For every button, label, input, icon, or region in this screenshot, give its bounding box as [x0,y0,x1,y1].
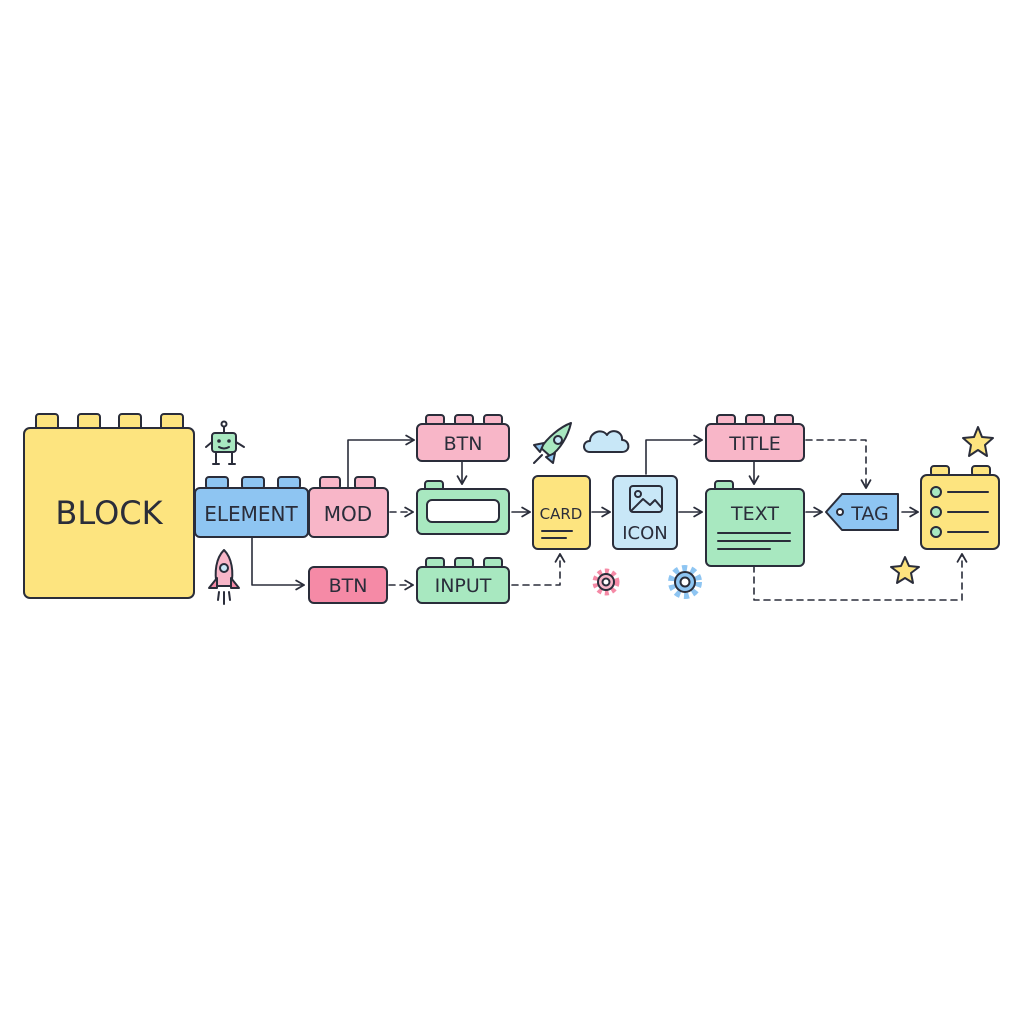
connector-text-checklist [753,553,968,601]
tag-node: TAG [825,493,899,531]
robot-icon [205,420,245,465]
connectors [251,434,968,601]
text-label: TEXT [730,503,779,525]
icon-label: ICON [622,523,668,544]
text-node: TEXT [705,480,805,567]
connector-title-tag [805,439,872,489]
block-label: BLOCK [55,494,163,532]
checklist-icon [920,465,1000,550]
rocket-icon [533,422,572,464]
btn-bottom-node: BTN [308,566,388,604]
block-node: BLOCK [23,413,195,599]
input-label: INPUT [435,575,492,597]
blank-input-node [416,480,510,535]
connector-mod-btn-top [347,434,415,489]
element-label: ELEMENT [204,502,298,526]
card-label: CARD [540,505,583,523]
gear-icon [668,565,702,599]
mod-node: MOD [308,476,389,538]
mod-label: MOD [324,502,372,526]
title-label: TITLE [728,433,780,455]
card-node: CARD [532,475,591,550]
element-node: ELEMENT [194,476,309,538]
connector-input-card [511,553,566,586]
star-icon [962,426,994,457]
tag-label: TAG [850,503,889,525]
input-node: INPUT [416,557,510,604]
gear-icon [592,568,620,596]
connector-icon-title [645,434,703,475]
btn-top-node: BTN [416,414,510,462]
cloud-icon [583,430,630,453]
star-icon [890,556,920,584]
btn-top-label: BTN [444,433,483,455]
title-node: TITLE [705,414,805,462]
btn-bottom-label: BTN [329,575,368,597]
image-icon [629,485,663,513]
icon-node: ICON [612,475,678,550]
rocket-icon [208,549,240,605]
connector-element-btn-bottom [251,537,305,591]
